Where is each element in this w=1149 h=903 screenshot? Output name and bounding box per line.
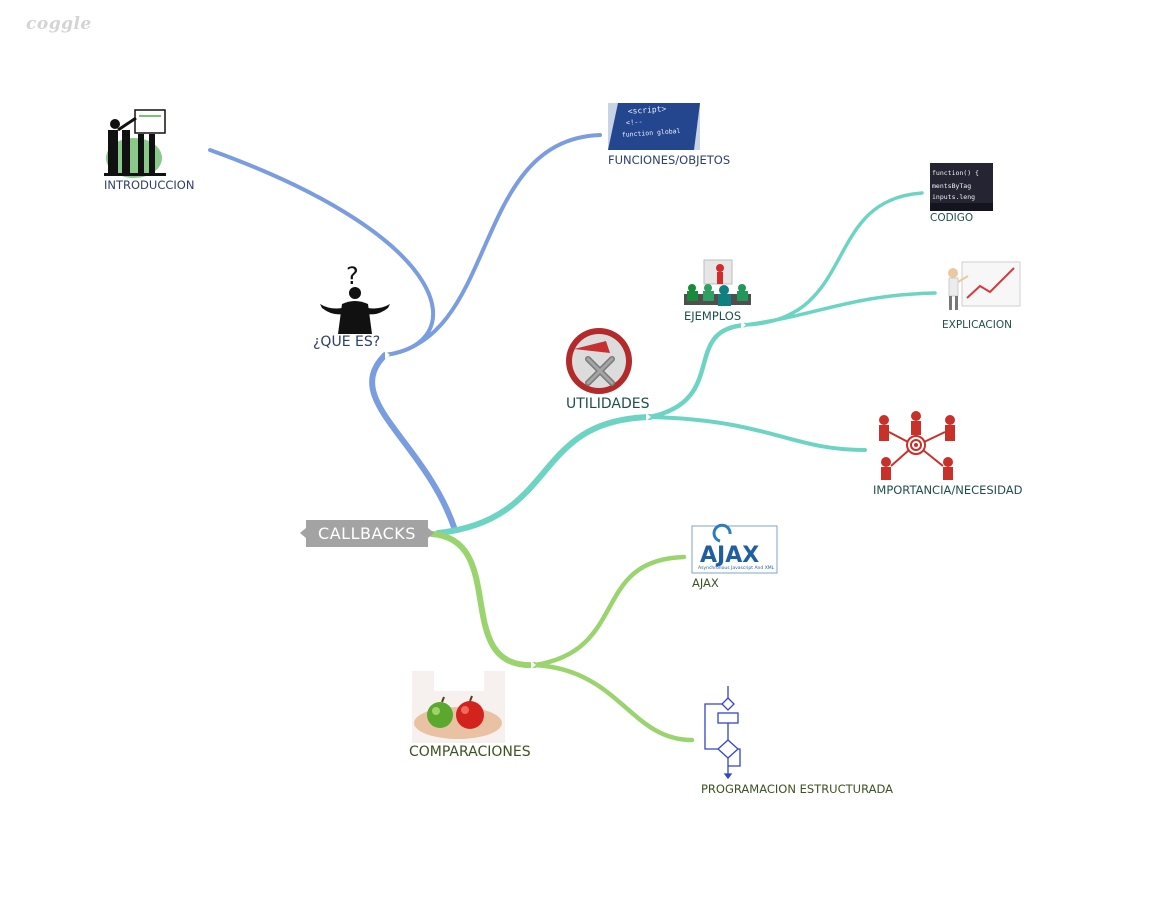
node-funciones-objetos[interactable]: FUNCIONES/OBJETOS [608, 153, 731, 167]
node-importancia-necesidad[interactable]: IMPORTANCIA/NECESIDAD [873, 483, 1023, 497]
node-ajax[interactable]: AJAX [692, 576, 719, 590]
svg-text:<script>: <script> [628, 104, 667, 116]
connector-arrow-ejemplos [741, 321, 746, 329]
branch-root-utilidades [435, 414, 653, 536]
codigo-image: function() { mentsByTag inputs.leng [930, 163, 993, 211]
node-comparaciones[interactable]: COMPARACIONES [409, 744, 531, 760]
funciones-image: <script> <!-- function global [608, 103, 700, 150]
ajax-image: AJAX Asynchronous Javascript And XML [691, 523, 778, 574]
explicacion-image [948, 261, 1021, 310]
branch-utilidades-importancia [648, 415, 867, 452]
branch-root-comparaciones [429, 531, 538, 669]
introduccion-image [104, 109, 166, 178]
node-explicacion[interactable]: EXPLICACION [942, 319, 1012, 331]
importancia-image [872, 410, 961, 480]
ajax-logo-text: AJAX [700, 543, 759, 568]
root-node-label: CALLBACKS [318, 524, 416, 543]
svg-text:mentsByTag: mentsByTag [932, 182, 971, 190]
node-programacion-estructurada[interactable]: PROGRAMACION ESTRUCTURADA [701, 782, 893, 796]
comparaciones-image [412, 671, 505, 743]
question-mark-glyph: ? [346, 262, 359, 290]
branch-ejemplos-explicacion [743, 291, 937, 327]
connector-arrow-queES [385, 351, 390, 359]
programacion-image [704, 686, 741, 780]
branch-utilidades-ejemplos [647, 322, 748, 420]
branch-comparaciones-programacion [532, 662, 695, 743]
connector-arrow-utilidades [646, 413, 651, 421]
svg-text:<!--: <!-- [626, 118, 643, 127]
node-codigo[interactable]: CODIGO [930, 212, 974, 224]
ejemplos-image [684, 259, 751, 306]
ajax-logo-subtitle: Asynchronous Javascript And XML [698, 565, 775, 571]
node-utilidades[interactable]: UTILIDADES [566, 396, 650, 412]
connector-arrow-comparaciones [531, 661, 536, 669]
svg-text:function() {: function() { [932, 169, 979, 177]
branch-queES-funciones [383, 133, 602, 357]
que-es-image: ? [320, 262, 390, 334]
svg-text:inputs.leng: inputs.leng [932, 193, 975, 201]
node-que-es[interactable]: ¿QUE ES? [313, 334, 381, 350]
utilidades-image [566, 328, 632, 394]
root-node-callbacks[interactable]: CALLBACKS [300, 520, 434, 547]
branch-queES-introduccion [208, 148, 436, 357]
branch-comparaciones-ajax [532, 554, 687, 668]
node-introduccion[interactable]: INTRODUCCION [104, 178, 195, 192]
node-ejemplos[interactable]: EJEMPLOS [684, 309, 742, 323]
branch-root-queES [369, 352, 458, 533]
coggle-logo: coggle [26, 14, 92, 34]
